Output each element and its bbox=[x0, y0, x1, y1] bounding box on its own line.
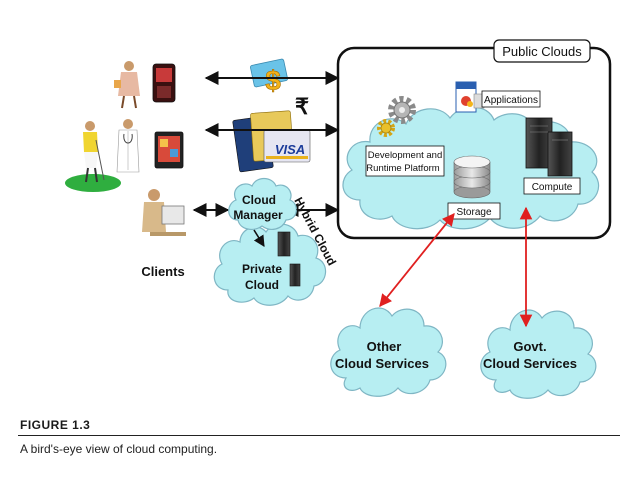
storage-label: Storage bbox=[456, 207, 491, 218]
private-cloud-line1: Private bbox=[242, 262, 282, 276]
figure-label: FIGURE 1.3 bbox=[20, 418, 91, 432]
cloud-manager-line2: Manager bbox=[233, 208, 283, 222]
cloud-manager-cloud bbox=[228, 177, 297, 230]
golfer-icon bbox=[65, 121, 121, 192]
govt-services-line2: Cloud Services bbox=[483, 356, 577, 371]
storage-label-box bbox=[447, 202, 501, 220]
applications-label-box bbox=[481, 90, 541, 108]
rupee-symbol: ₹ bbox=[295, 94, 309, 119]
arrow-manager-private bbox=[253, 229, 265, 247]
clients-label: Clients bbox=[141, 264, 184, 279]
credit-cards-icon: VISA bbox=[232, 110, 311, 173]
other-services-line1: Other bbox=[367, 339, 402, 354]
storage-disk-icon bbox=[453, 155, 491, 199]
woman-shopper-icon bbox=[114, 61, 140, 109]
applications-icon bbox=[455, 81, 485, 113]
cloud-manager-line1: Cloud bbox=[242, 193, 276, 207]
dev-platform-label-line2: Runtime Platform bbox=[366, 163, 439, 174]
compute-server-icon bbox=[525, 117, 573, 177]
red-arrow-storage-other bbox=[379, 213, 455, 307]
caption-divider bbox=[18, 435, 620, 436]
compute-label: Compute bbox=[532, 182, 573, 193]
dollar-symbol: $ bbox=[265, 65, 281, 96]
other-cloud-services-shape bbox=[330, 307, 447, 397]
tablet-icon bbox=[154, 131, 184, 169]
govt-cloud-services-shape bbox=[480, 309, 597, 399]
figure-caption: A bird's-eye view of cloud computing. bbox=[20, 442, 218, 456]
dev-platform-label-line1: Development and bbox=[368, 150, 442, 161]
public-clouds-label: Public Clouds bbox=[502, 44, 582, 59]
mobile-phone-icon bbox=[152, 63, 176, 103]
compute-label-box bbox=[523, 177, 581, 195]
dev-platform-label-box bbox=[365, 145, 445, 177]
applications-label: Applications bbox=[484, 95, 538, 106]
doctor-icon bbox=[116, 119, 140, 173]
public-clouds-label-box bbox=[493, 39, 591, 63]
private-server-icon bbox=[277, 231, 301, 287]
office-worker-icon bbox=[142, 189, 186, 236]
gear-icon bbox=[377, 96, 416, 137]
other-services-line2: Cloud Services bbox=[335, 356, 429, 371]
visa-text: VISA bbox=[275, 142, 305, 157]
govt-services-line1: Govt. bbox=[513, 339, 546, 354]
private-cloud-line2: Cloud bbox=[245, 278, 279, 292]
